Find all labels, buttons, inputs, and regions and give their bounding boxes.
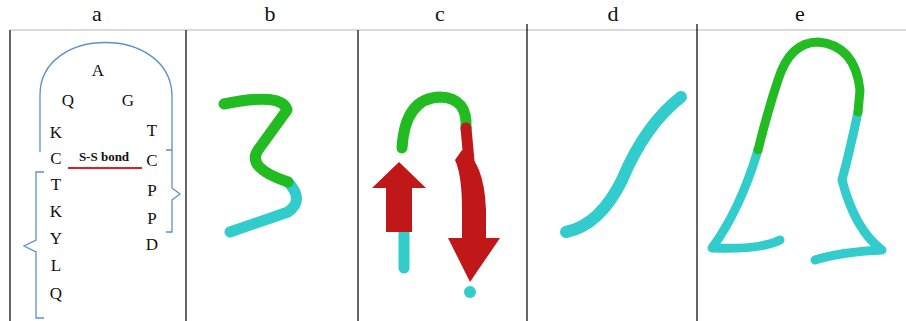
motion-arrows [372,150,500,282]
tube-e [712,42,882,260]
residue-letter: A [92,62,104,79]
tube-d [566,97,681,232]
terminal-dot [464,286,476,298]
panel-label: d [608,3,619,25]
residue-letter: P [147,182,156,199]
panel-label: c [435,3,445,25]
residue-letter: D [146,236,158,253]
bond-label: S-S bond [79,150,129,163]
loop-and-brackets [24,43,180,319]
tube-b [224,99,297,232]
residue-letter: P [147,210,156,227]
residue-letter: Y [50,230,62,247]
residue-letter: T [147,122,157,139]
residue-letter: C [50,150,61,167]
residue-letter: C [146,152,157,169]
residue-letter: T [51,176,61,193]
residue-letter: Q [62,92,74,109]
panel-label: e [795,3,805,25]
residue-letter: K [50,124,62,141]
residue-letter: Q [50,285,62,302]
disulfide-bond [68,167,142,169]
residue-letter: K [50,203,62,220]
residue-letter: L [51,257,61,274]
panel-label: b [265,3,276,25]
panel-frames [10,24,906,321]
residue-letter: G [122,92,134,109]
panel-label: a [92,3,102,25]
